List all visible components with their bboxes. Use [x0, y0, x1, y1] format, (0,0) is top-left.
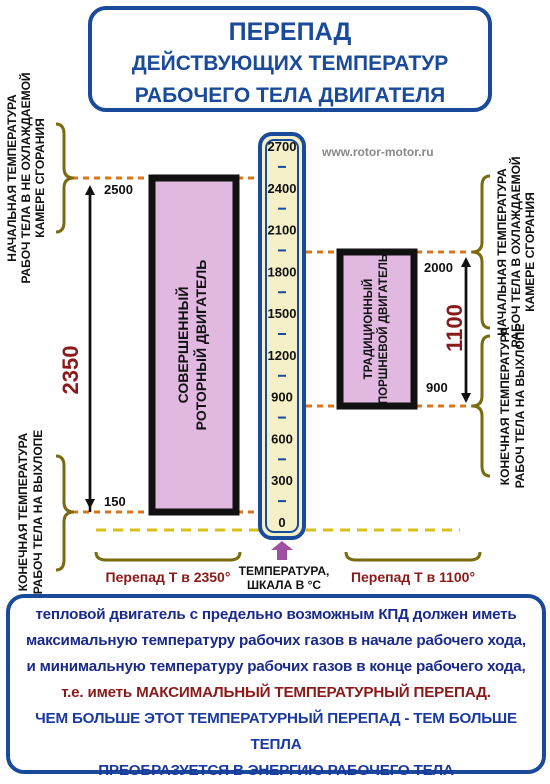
piston-label-line-2: ПОРШНЕВОЙ ДВИГАТЕЛЬ: [377, 254, 390, 404]
rotary-delta-value: 2350: [58, 346, 83, 395]
scale-ticks: 2700 2400 2100 1800 1500 1200 900 600 300 0: [268, 139, 297, 530]
rotary-end-note-2: РАБОЧ ТЕЛА НА ВЫХЛОПЕ: [31, 430, 45, 595]
piston-engine-bar: [336, 248, 418, 410]
title-line-2: ДЕЙСТВУЮЩИХ ТЕМПЕРАТУР: [131, 52, 449, 75]
rotary-start-temp: 2500: [104, 182, 133, 197]
bracket-rotary-start: [55, 122, 75, 234]
scale-pointer-arrow: [271, 541, 293, 560]
bracket-piston-start: [471, 174, 491, 330]
conclusion-line-2: максимальную температуру рабочих газов в…: [26, 632, 526, 649]
scale-tick-label: 2100: [268, 223, 297, 238]
scale-tick-label: 2700: [268, 139, 297, 154]
piston-delta-label: Перепад Т в 1100°: [351, 569, 475, 585]
piston-start-note-3: КАМЕРЕ СГОРАНИЯ: [523, 192, 537, 312]
scale-caption-line-1: ТЕМПЕРАТУРА,: [239, 564, 330, 578]
piston-start-note-1: НАЧАЛЬНАЯ ТЕМПЕРАТУРА: [495, 168, 509, 336]
piston-label-line-1: ТРАДИЦИОННЫЙ: [362, 279, 375, 380]
scale-tick-label: 2400: [268, 181, 297, 196]
conclusion-line-4: т.е. иметь МАКСИМАЛЬНЫЙ ТЕМПЕРАТУРНЫЙ ПЕ…: [61, 684, 491, 701]
rotary-engine-bar: [148, 174, 240, 516]
bracket-piston-end: [471, 334, 491, 478]
piston-end-temp: 900: [426, 380, 448, 395]
rotary-delta-label: Перепад Т в 2350°: [106, 569, 231, 585]
title-line-3: РАБОЧЕГО ТЕЛА ДВИГАТЕЛЯ: [134, 84, 446, 107]
bracket-rotary-delta: [94, 551, 242, 562]
scale-tick-label: 1200: [268, 348, 297, 363]
rotary-label-line-2: РОТОРНЫЙ ДВИГАТЕЛЬ: [192, 260, 209, 431]
conclusion-line-1: тепловой двигатель с предельно возможным…: [35, 606, 517, 623]
rotary-start-note-3: КАМЕРЕ СГОРАНИЯ: [33, 118, 47, 238]
scale-tick-label: 600: [271, 431, 293, 446]
piston-end-note-1: КОНЕЧНАЯ ТЕМПЕРАТУРА: [498, 326, 512, 485]
piston-start-temp: 2000: [424, 260, 453, 275]
rotary-end-temp: 150: [104, 494, 126, 509]
conclusion-box: тепловой двигатель с предельно возможным…: [6, 594, 546, 779]
conclusion-line-6: ПРЕОБРАЗУЕТСЯ В ЭНЕРГИЮ РАБОЧЕГО ТЕЛА: [98, 762, 454, 779]
title-box: ПЕРЕПАД ДЕЙСТВУЮЩИХ ТЕМПЕРАТУР РАБОЧЕГО …: [88, 6, 492, 112]
bracket-piston-delta: [344, 551, 482, 562]
title-line-1: ПЕРЕПАД: [228, 18, 352, 46]
scale-tick-label: 900: [271, 390, 293, 405]
rotary-label-line-1: СОВЕРШЕННЫЙ: [174, 287, 191, 404]
scale-tick-label: 1800: [268, 264, 297, 279]
rotary-start-note-2: РАБОЧ ТЕЛА В НЕ ОХЛАЖДАЕМОЙ: [18, 72, 33, 283]
piston-end-note-2: РАБОЧ ТЕЛА НА ВЫХЛОПЕ: [513, 324, 527, 489]
conclusion-line-5: ЧЕМ БОЛЬШЕ ЭТОТ ТЕМПЕРАТУРНЫЙ ПЕРЕПАД - …: [35, 710, 517, 753]
bracket-rotary-end: [55, 454, 75, 572]
temperature-scale-inner: [265, 139, 299, 533]
website-url: www.rotor-motor.ru: [321, 145, 434, 159]
scale-tick-label: 300: [271, 473, 293, 488]
rotary-end-note-1: КОНЕЧНАЯ ТЕМПЕРАТУРА: [16, 432, 30, 591]
scale-tick-label: 0: [278, 515, 285, 530]
temperature-scale: [258, 132, 306, 540]
rotary-start-note-1: НАЧАЛЬНАЯ ТЕМПЕРАТУРА: [5, 94, 19, 262]
scale-tick-label: 1500: [268, 306, 297, 321]
piston-start-note-2: РАБОЧ ТЕЛА В ОХЛАЖДАЕМОЙ: [508, 156, 523, 347]
scale-caption-line-2: ШКАЛА В °С: [247, 578, 321, 592]
piston-delta-value: 1100: [442, 304, 467, 352]
conclusion-line-3: и минимальную температуру рабочих газов …: [26, 658, 526, 675]
